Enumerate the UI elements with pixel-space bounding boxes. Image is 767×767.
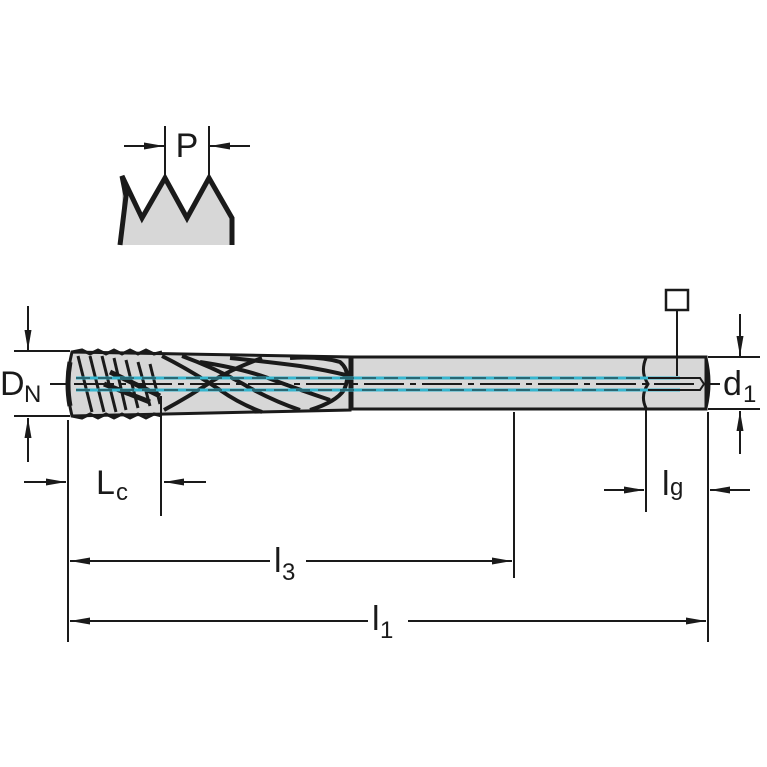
total-length-dimension: l 1: [67, 412, 709, 644]
l3-label: l: [274, 542, 282, 580]
d1-label: d: [723, 365, 742, 403]
l1-label: l: [372, 600, 380, 638]
lg-label: l: [662, 465, 670, 503]
lc-label-subscript: c: [116, 479, 128, 506]
d1-label-subscript: 1: [743, 381, 756, 408]
lc-label: L: [96, 464, 115, 502]
square-drive-detail: [648, 377, 706, 391]
square-length-dimension: l g: [604, 408, 750, 512]
l1-label-subscript: 1: [380, 617, 393, 644]
l3-label-subscript: 3: [282, 559, 295, 586]
neck-length-dimension: l 3: [70, 412, 515, 586]
lg-label-subscript: g: [670, 474, 683, 501]
thread-profile-shape: [122, 176, 232, 245]
coolant-channel: [76, 376, 680, 392]
chamfer-length-dimension: L c: [24, 396, 206, 516]
tap-body: [65, 348, 711, 420]
nominal-diameter-dimension: D N: [0, 306, 70, 462]
tap-helical-flutes: [161, 354, 351, 414]
pitch-label: P: [176, 127, 199, 165]
dn-label: D: [0, 365, 25, 403]
square-symbol-icon: [664, 288, 690, 312]
dn-label-subscript: N: [24, 381, 41, 408]
square-drive-symbol: [664, 288, 690, 376]
thread-profile-detail: P: [117, 126, 250, 246]
shank-diameter-dimension: d 1: [708, 314, 760, 454]
